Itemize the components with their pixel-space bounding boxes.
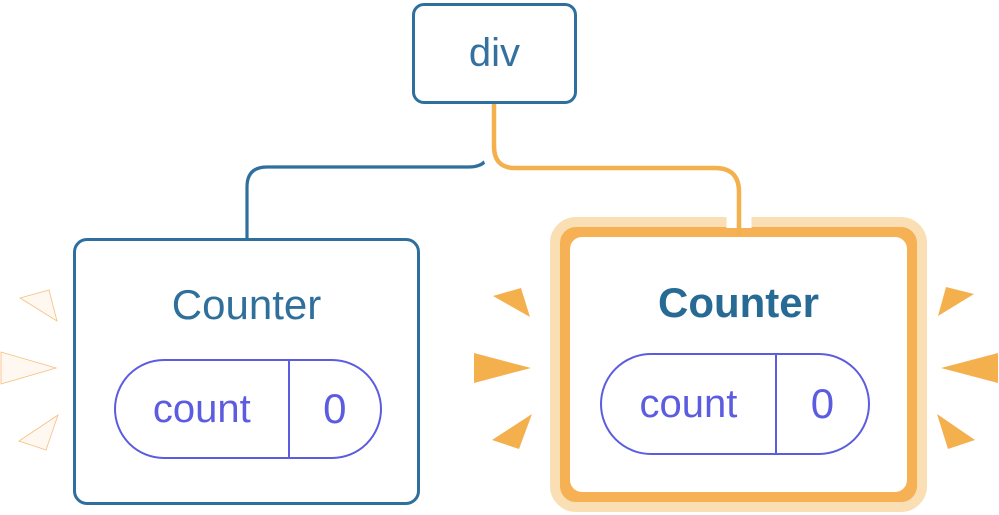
burst-ray-icon [18,414,59,451]
state-pill: count 0 [600,353,870,455]
counter-card-left: Counter count 0 [73,238,420,505]
burst-ray-icon [938,287,974,316]
tree-node-label: div [468,31,521,75]
burst-ray-icon [19,289,58,322]
burst-ray-icon [941,353,998,383]
burst-rays-right-icon [937,287,998,449]
state-pill: count 0 [114,359,382,459]
edge-div-to-left-counter [245,104,492,240]
burst-ray-icon [0,351,58,385]
burst-ray-icon [474,353,531,383]
burst-ray-icon [492,414,532,449]
state-key: count [602,355,777,453]
burst-rays-middle-icon [474,288,532,449]
tree-node-div: div [412,3,577,104]
state-value: 0 [323,385,347,432]
edge-casing [481,98,752,228]
edge-div-to-right-counter [491,98,742,236]
component-title: Counter [171,281,322,328]
counter-card-right: Counter count 0 [570,237,907,492]
state-value: 0 [810,380,835,427]
burst-ray-icon [493,288,530,317]
burst-rays-left-icon [0,289,59,451]
burst-ray-icon [937,414,975,449]
state-key: count [116,361,290,457]
component-title: Counter [658,279,819,326]
counter-card-right-highlight: Counter count 0 [550,217,927,512]
